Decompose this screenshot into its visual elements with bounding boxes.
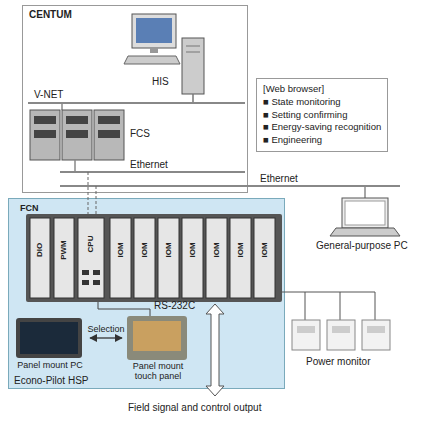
edge-label: Selection bbox=[87, 324, 124, 334]
fcs-cabinet-part bbox=[94, 110, 124, 160]
fcn-rack-part bbox=[54, 218, 74, 298]
part-label: FCS bbox=[130, 128, 150, 140]
laptop bbox=[330, 198, 400, 236]
his-computer-part bbox=[186, 46, 200, 47]
connector-arrow bbox=[90, 337, 122, 338]
node-title: Econo-Pilot HSP bbox=[14, 375, 88, 387]
ethernet-line-part bbox=[60, 185, 400, 187]
power-monitor-part bbox=[327, 320, 355, 350]
laptop-part bbox=[342, 198, 388, 228]
fcs-cabinet-part bbox=[34, 116, 56, 124]
panel-pc-part bbox=[20, 322, 78, 354]
module-label: IOM bbox=[212, 242, 221, 257]
panel-pc bbox=[16, 318, 82, 358]
part-label: RS-232C bbox=[154, 300, 195, 312]
part-label: Ethernet bbox=[260, 173, 298, 185]
panel-pc-part bbox=[16, 318, 82, 358]
fcs-cabinet-part bbox=[66, 130, 88, 138]
fcs-cabinet-part bbox=[66, 116, 88, 124]
laptop-part bbox=[345, 201, 385, 225]
fcn-rack-part bbox=[158, 218, 179, 298]
node-item: ■ State monitoring bbox=[263, 96, 381, 109]
v-net-line-part bbox=[28, 102, 245, 104]
fcn-rack-part bbox=[254, 218, 275, 298]
fcn-rack-part bbox=[78, 218, 104, 298]
power-monitor-part bbox=[362, 320, 390, 350]
his-computer-part bbox=[150, 48, 158, 53]
fcn-rack-part bbox=[182, 218, 203, 298]
fcn-rack-part bbox=[230, 218, 251, 298]
fcs-cabinet bbox=[30, 110, 124, 160]
fcn-rack-part bbox=[82, 280, 89, 285]
fcn-rack-part bbox=[82, 270, 89, 275]
module-label: IOM bbox=[236, 242, 245, 257]
module-label: IOM bbox=[140, 242, 149, 257]
part-label: Power monitor bbox=[306, 356, 370, 368]
fcn-rack bbox=[26, 214, 282, 302]
module-label: IOM bbox=[116, 242, 125, 257]
power-monitor-part bbox=[305, 292, 306, 320]
his-computer-part bbox=[182, 38, 204, 94]
touch-panel bbox=[127, 316, 187, 360]
part-label: Ethernet bbox=[130, 159, 168, 171]
ethernet-line-part bbox=[364, 186, 366, 198]
power-monitor-part bbox=[375, 292, 376, 320]
power-monitor-part bbox=[367, 326, 385, 333]
node-item: ■ Energy-saving recognition bbox=[263, 121, 381, 134]
fcs-cabinet-part bbox=[98, 130, 120, 138]
fcn-rack-part bbox=[93, 280, 100, 285]
his-computer-part bbox=[132, 14, 176, 48]
power-monitor-part bbox=[332, 326, 350, 333]
fcs-cabinet-part bbox=[30, 110, 60, 160]
his-computer-part bbox=[136, 18, 172, 43]
module-label: CPU bbox=[86, 236, 95, 253]
power-monitor bbox=[282, 292, 390, 350]
part-label: HIS bbox=[152, 76, 169, 88]
fcn-rack-part bbox=[134, 218, 155, 298]
node-title: Panel mount touch panel bbox=[122, 361, 194, 382]
his-computer-part bbox=[186, 52, 200, 53]
node-title: FCN bbox=[20, 203, 39, 213]
module-label: DIO bbox=[35, 243, 44, 257]
fcn-rack-part bbox=[93, 270, 100, 275]
fcn-rack-part bbox=[30, 218, 50, 298]
node-title: Panel mount PC bbox=[12, 360, 88, 370]
node-title: [Web browser] bbox=[263, 83, 381, 96]
power-monitor-part bbox=[340, 292, 341, 320]
fcs-cabinet-part bbox=[62, 110, 92, 160]
v-net-line-part bbox=[61, 103, 63, 110]
fcn-rack-part bbox=[110, 218, 131, 298]
his-computer-part bbox=[124, 56, 180, 64]
part-label: General-purpose PC bbox=[316, 240, 408, 252]
fcn-rack-part bbox=[206, 218, 227, 298]
feature-box: [Web browser]■ State monitoring■ Setting… bbox=[256, 78, 388, 152]
his-computer-part bbox=[192, 94, 194, 103]
module-label: PWM bbox=[59, 240, 68, 260]
touch-panel-part bbox=[127, 316, 187, 360]
node-title: CENTUM bbox=[29, 9, 72, 21]
module-label: IOM bbox=[164, 242, 173, 257]
module-label: IOM bbox=[188, 242, 197, 257]
module-label: IOM bbox=[260, 242, 269, 257]
touch-panel-part bbox=[133, 321, 181, 351]
fcs-cabinet-part bbox=[34, 130, 56, 138]
part-label: V-NET bbox=[34, 89, 63, 101]
part-label: Field signal and control output bbox=[128, 402, 261, 414]
node-item: ■ Engineering bbox=[263, 134, 381, 147]
ethernet-line-part bbox=[74, 160, 76, 172]
ethernet-line-part bbox=[88, 172, 89, 216]
power-monitor-part bbox=[282, 292, 375, 293]
node-item: ■ Setting confirming bbox=[263, 109, 381, 122]
power-monitor-part bbox=[297, 326, 315, 333]
fcs-cabinet-part bbox=[98, 116, 120, 124]
power-monitor-part bbox=[292, 320, 320, 350]
laptop-part bbox=[330, 228, 400, 236]
fcn-rack-part bbox=[26, 214, 282, 302]
